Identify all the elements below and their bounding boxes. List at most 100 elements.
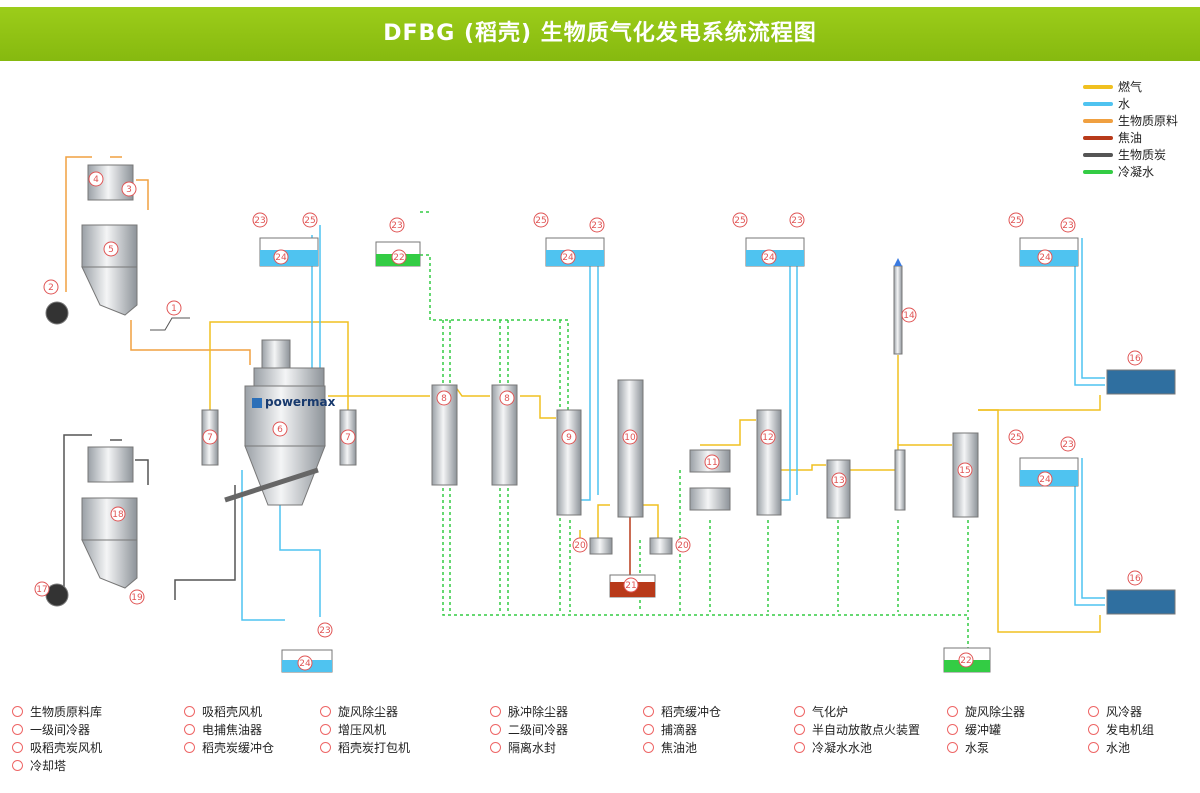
part-item-10: 电捕焦油器 — [184, 721, 262, 738]
legend-item-condensate: 冷凝水 — [1083, 163, 1178, 180]
label-25d: 25 — [1008, 212, 1024, 228]
part-number-circle — [947, 706, 958, 717]
label-25a: 25 — [302, 212, 318, 228]
label-24f: 24 — [297, 655, 313, 671]
label-3: 3 — [121, 181, 137, 197]
legend-swatch — [1083, 118, 1113, 123]
part-label: 气化炉 — [812, 705, 849, 719]
part-item-21: 焦油池 — [643, 739, 697, 756]
part-number-circle — [794, 706, 805, 717]
part-item-1: 生物质原料库 — [12, 703, 102, 720]
part-label: 吸稻壳风机 — [202, 705, 263, 719]
label-13: 13 — [831, 472, 847, 488]
part-number-circle — [1088, 724, 1099, 735]
svg-text:23: 23 — [391, 221, 402, 231]
part-item-7: 旋风除尘器 — [947, 703, 1025, 720]
svg-text:23: 23 — [1062, 221, 1073, 231]
part-item-12: 二级间冷器 — [490, 721, 568, 738]
part-item-15: 缓冲罐 — [947, 721, 1001, 738]
part-label: 风冷器 — [1106, 705, 1143, 719]
legend-swatch — [1083, 135, 1113, 140]
part-item-3: 旋风除尘器 — [320, 703, 398, 720]
part-number-circle — [320, 724, 331, 735]
label-24e: 24 — [1037, 471, 1053, 487]
svg-text:23: 23 — [791, 216, 802, 226]
legend-label: 生物质炭 — [1118, 148, 1167, 162]
label-25b: 25 — [533, 212, 549, 228]
part-item-9: 一级间冷器 — [12, 721, 90, 738]
label-7a: 7 — [202, 429, 218, 445]
part-item-17: 吸稻壳炭风机 — [12, 739, 102, 756]
svg-text:16: 16 — [1129, 354, 1141, 364]
svg-text:23: 23 — [591, 221, 602, 231]
label-25c: 25 — [732, 212, 748, 228]
svg-text:5: 5 — [108, 245, 114, 255]
svg-text:23: 23 — [319, 626, 330, 636]
label-23e: 23 — [1060, 217, 1076, 233]
legend-swatch — [1083, 169, 1113, 174]
part-label: 半自动放散点火装置 — [812, 723, 921, 737]
svg-text:8: 8 — [504, 394, 510, 404]
part-item-18: 稻壳炭缓冲仓 — [184, 739, 274, 756]
part-number-circle — [1088, 706, 1099, 717]
label-14: 14 — [901, 307, 917, 323]
part-label: 冷凝水水池 — [812, 741, 873, 755]
part-label: 缓冲罐 — [965, 723, 1002, 737]
label-22b: 22 — [958, 652, 974, 668]
label-25e: 25 — [1008, 429, 1024, 445]
part-label: 发电机组 — [1106, 723, 1155, 737]
part-label: 稻壳缓冲仓 — [661, 705, 722, 719]
svg-text:25: 25 — [1010, 433, 1021, 443]
legend-swatch — [1083, 84, 1113, 89]
label-17: 17 — [34, 581, 50, 597]
part-label: 旋风除尘器 — [338, 705, 399, 719]
svg-text:2: 2 — [48, 283, 54, 293]
svg-text:24: 24 — [1039, 475, 1051, 485]
svg-text:9: 9 — [566, 433, 572, 443]
part-number-circle — [12, 706, 23, 717]
part-number-circle — [947, 742, 958, 753]
svg-text:10: 10 — [624, 433, 636, 443]
part-number-circle — [490, 706, 501, 717]
label-8b: 8 — [499, 390, 515, 406]
svg-text:7: 7 — [345, 433, 351, 443]
feedstock-lines — [65, 156, 251, 365]
part-item-23: 水泵 — [947, 739, 989, 756]
svg-text:24: 24 — [763, 253, 775, 263]
part-item-4: 脉冲除尘器 — [490, 703, 568, 720]
svg-text:23: 23 — [1062, 440, 1073, 450]
svg-text:3: 3 — [126, 185, 132, 195]
page-title: DFBG (稻壳) 生物质气化发电系统流程图 — [383, 21, 817, 46]
part-number-circle — [320, 706, 331, 717]
label-20a: 20 — [572, 537, 588, 553]
svg-text:16: 16 — [1129, 574, 1141, 584]
label-8a: 8 — [436, 390, 452, 406]
part-number-circle — [490, 724, 501, 735]
svg-text:7: 7 — [207, 433, 213, 443]
part-label: 捕滴器 — [661, 723, 698, 737]
part-label: 一级间冷器 — [30, 723, 91, 737]
legend: 燃气 水 生物质原料 焦油 生物质炭 冷凝水 — [1083, 78, 1178, 180]
part-number-circle — [320, 742, 331, 753]
label-7b: 7 — [340, 429, 356, 445]
part-number-circle — [643, 724, 654, 735]
part-item-13: 捕滴器 — [643, 721, 697, 738]
label-15: 15 — [957, 462, 973, 478]
label-23d: 23 — [789, 212, 805, 228]
part-item-14: 半自动放散点火装置 — [794, 721, 920, 738]
svg-text:20: 20 — [574, 541, 586, 551]
part-label: 旋风除尘器 — [965, 705, 1026, 719]
svg-text:1: 1 — [171, 304, 177, 314]
legend-item-feedstock: 生物质原料 — [1083, 112, 1178, 129]
legend-label: 燃气 — [1118, 80, 1143, 94]
part-number-circle — [184, 706, 195, 717]
water-lines — [241, 225, 1105, 621]
label-5: 5 — [103, 241, 119, 257]
part-number-circle — [184, 724, 195, 735]
part-item-24: 水池 — [1088, 739, 1130, 756]
svg-text:15: 15 — [959, 466, 970, 476]
label-22a: 22 — [391, 249, 407, 265]
label-23a: 23 — [252, 212, 268, 228]
legend-label: 焦油 — [1118, 131, 1143, 145]
label-23b: 23 — [389, 217, 405, 233]
